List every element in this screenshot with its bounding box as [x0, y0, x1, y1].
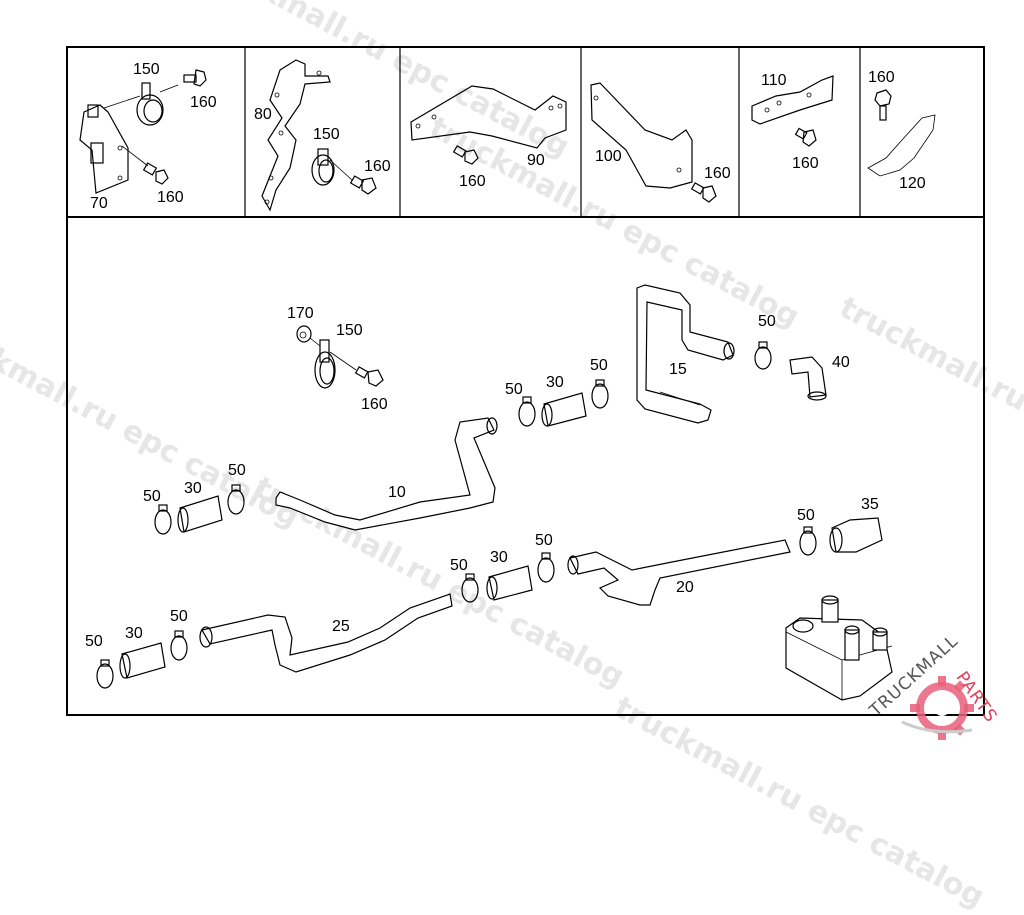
adapter-35	[829, 517, 883, 553]
hose-clamp-50	[591, 379, 609, 409]
bracket-110	[751, 75, 834, 147]
callout-label: 40	[832, 354, 850, 371]
bracket-90	[410, 85, 567, 165]
heat-exchanger	[785, 595, 893, 701]
callout-label: 30	[125, 625, 143, 642]
outer-frame	[66, 46, 985, 716]
hose-25	[199, 593, 453, 673]
callout-label: 120	[899, 175, 926, 192]
truckmall-logo-gear	[901, 676, 974, 740]
callout-label: 30	[546, 374, 564, 391]
pipe-clamp-150	[314, 339, 384, 389]
sleeve-30	[541, 392, 587, 427]
callout-label: 160	[868, 69, 895, 86]
callout-label: 160	[704, 165, 731, 182]
callout-label: 160	[459, 173, 486, 190]
diagram-drawing	[66, 46, 985, 740]
callout-label: 20	[676, 579, 694, 596]
callout-label: 80	[254, 106, 272, 123]
hose-clamp-50	[461, 573, 479, 603]
pipe-clamp-150	[103, 82, 179, 126]
washer-170	[296, 325, 321, 347]
callout-label: 50	[797, 507, 815, 524]
hose-clamp-50	[154, 504, 172, 535]
hose-clamp-50	[227, 484, 245, 515]
callout-label: 50	[228, 462, 246, 479]
callout-label: 50	[143, 488, 161, 505]
callout-label: 50	[170, 608, 188, 625]
elbow-40	[789, 356, 827, 401]
callout-label: 50	[535, 532, 553, 549]
callout-label: 160	[364, 158, 391, 175]
sleeve-30	[486, 565, 533, 601]
hose-clamp-50	[537, 552, 555, 583]
callout-label: 35	[861, 496, 879, 513]
callout-label: 50	[450, 557, 468, 574]
callout-label: 30	[184, 480, 202, 497]
hose-10	[275, 417, 498, 531]
sleeve-30	[177, 495, 223, 533]
sleeve-30	[119, 642, 166, 679]
callout-label: 25	[332, 618, 350, 635]
callout-label: 150	[313, 126, 340, 143]
callout-label: 50	[85, 633, 103, 650]
pipe-clamp-150	[311, 148, 377, 195]
bracket-70	[79, 104, 129, 194]
callout-label: 90	[527, 152, 545, 169]
callout-label: 160	[792, 155, 819, 172]
callout-label: 160	[361, 396, 388, 413]
callout-label: 150	[336, 322, 363, 339]
callout-label: 50	[758, 313, 776, 330]
callout-label: 30	[490, 549, 508, 566]
callout-label: 50	[590, 357, 608, 374]
hose-clamp-50	[754, 341, 772, 370]
hose-clamp-50	[799, 526, 817, 556]
hose-20	[567, 539, 791, 606]
hose-15	[636, 284, 735, 424]
callout-label: 160	[190, 94, 217, 111]
bolt-160	[121, 69, 207, 185]
bracket-120	[867, 89, 936, 177]
callout-label: 150	[133, 61, 160, 78]
callout-label: 100	[595, 148, 622, 165]
callout-label: 160	[157, 189, 184, 206]
hose-clamp-50	[96, 659, 114, 689]
callout-label: 70	[90, 195, 108, 212]
hose-clamp-50	[518, 396, 536, 427]
callout-label: 170	[287, 305, 314, 322]
bracket-80	[261, 59, 331, 212]
callout-label: 15	[669, 361, 687, 378]
callout-label: 110	[761, 72, 787, 89]
hose-clamp-50	[170, 630, 188, 661]
bracket-100	[590, 82, 717, 203]
callout-label: 10	[388, 484, 406, 501]
callout-label: 50	[505, 381, 523, 398]
